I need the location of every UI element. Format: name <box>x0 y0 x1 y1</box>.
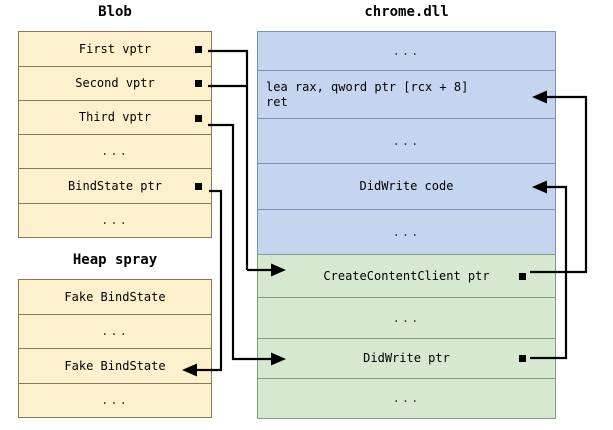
table-row: CreateContentClient ptr <box>258 255 555 297</box>
pointer-marker <box>195 80 202 87</box>
pointer-marker <box>195 115 202 122</box>
pointer-marker <box>195 46 202 53</box>
row-label: BindState ptr <box>68 178 162 193</box>
table-row: Fake BindState <box>19 348 211 383</box>
heap-spray-title: Heap spray <box>72 252 158 268</box>
table-row: Second vptr <box>19 66 211 100</box>
row-label: ... <box>392 391 421 405</box>
chrome-dll-data-section: CreateContentClient ptr ... DidWrite ptr… <box>257 254 556 419</box>
heap-spray-table: Fake BindState ... Fake BindState ... <box>18 279 212 418</box>
row-label: lea rax, qword ptr [rcx + 8] ret <box>266 79 469 109</box>
table-row: ... <box>258 297 555 338</box>
table-row: BindState ptr <box>19 168 211 203</box>
table-row: ... <box>19 314 211 348</box>
blob-title: Blob <box>98 4 132 20</box>
pointer-marker <box>195 183 202 190</box>
row-label: ... <box>392 133 421 148</box>
table-row: ... <box>258 118 555 163</box>
row-label: ... <box>101 393 129 407</box>
row-label: ... <box>392 43 421 58</box>
blob-table: First vptr Second vptr Third vptr ... Bi… <box>18 31 212 238</box>
table-row: ... <box>19 383 211 417</box>
row-label: DidWrite code <box>359 179 454 193</box>
chrome-dll-title: chrome.dll <box>364 4 449 20</box>
table-row: ... <box>258 209 555 254</box>
row-label: Second vptr <box>75 76 155 90</box>
table-row: First vptr <box>19 32 211 66</box>
row-label: ... <box>101 144 129 158</box>
table-row: ... <box>258 378 555 418</box>
row-label: Fake BindState <box>64 289 166 304</box>
table-row: lea rax, qword ptr [rcx + 8] ret <box>258 70 555 118</box>
pointer-marker <box>519 273 526 280</box>
table-row: Third vptr <box>19 100 211 134</box>
table-row: DidWrite ptr <box>258 338 555 378</box>
row-label: CreateContentClient ptr <box>323 268 490 283</box>
table-row: Fake BindState <box>19 280 211 314</box>
row-label: First vptr <box>78 41 152 56</box>
wire-first-vptr-to-createcontentclient <box>208 49 249 270</box>
chrome-dll-code-section: ... lea rax, qword ptr [rcx + 8] ret ...… <box>257 31 556 255</box>
row-label: Third vptr <box>78 110 152 124</box>
row-label: ... <box>392 224 421 239</box>
row-label: ... <box>392 310 421 325</box>
table-row: ... <box>19 134 211 168</box>
row-label: ... <box>101 324 129 338</box>
row-label: ... <box>101 213 129 227</box>
pointer-marker <box>519 355 526 362</box>
table-row: DidWrite code <box>258 163 555 209</box>
table-row: ... <box>258 32 555 70</box>
row-label: Fake BindState <box>64 358 166 373</box>
row-label: DidWrite ptr <box>363 351 450 365</box>
table-row: ... <box>19 203 211 237</box>
